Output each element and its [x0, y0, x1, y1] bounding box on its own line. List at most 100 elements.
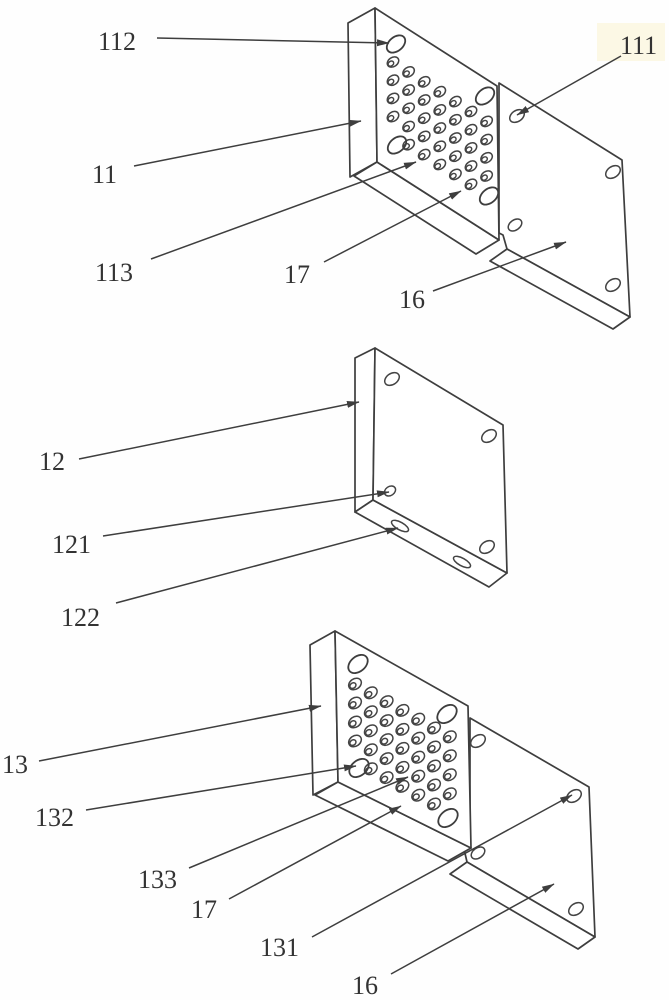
hole: [387, 114, 395, 122]
hole: [349, 682, 357, 690]
hole: [442, 787, 457, 801]
hole: [383, 371, 401, 387]
hole: [465, 182, 473, 190]
perforated-plate-side: [309, 630, 339, 796]
hole: [412, 793, 420, 801]
label-13: 13: [2, 750, 28, 779]
hole: [363, 686, 378, 700]
cover-plate-side: [354, 347, 376, 513]
backing-plate-bottom: [449, 717, 596, 950]
hole: [364, 747, 373, 755]
label-112: 112: [98, 27, 136, 56]
hole: [396, 746, 405, 754]
hole: [379, 752, 394, 766]
leader-16-top: [432, 241, 567, 292]
hole: [465, 128, 473, 135]
hole: [387, 60, 395, 67]
hole: [567, 901, 585, 917]
label-113: 113: [95, 258, 133, 287]
hole: [426, 740, 442, 754]
hole: [465, 164, 473, 171]
hole: [478, 539, 496, 555]
hole: [347, 696, 363, 710]
hole: [426, 797, 442, 811]
hole: [411, 731, 426, 745]
hole: [437, 807, 459, 829]
hole: [449, 99, 457, 107]
hole: [428, 783, 436, 791]
hole: [349, 739, 357, 747]
perforated-plate-top: [347, 7, 500, 255]
hole: [349, 701, 357, 709]
hole: [387, 78, 395, 86]
hole: [402, 70, 411, 77]
label-17-top: 17: [284, 260, 310, 289]
leader-13: [38, 704, 322, 762]
hole: [385, 34, 407, 54]
hole: [402, 106, 411, 114]
hole: [395, 722, 410, 736]
view-bottom-assembly: [309, 630, 596, 950]
leader-11: [133, 119, 362, 167]
hole: [449, 154, 457, 162]
hole: [470, 846, 486, 860]
perforated-plate-bottom: [309, 630, 472, 862]
hole: [418, 98, 426, 105]
hole: [480, 137, 489, 145]
view-middle-plate: [354, 347, 508, 588]
hole: [480, 428, 498, 444]
backing-plate-bottom-strip: [489, 248, 631, 330]
hole: [480, 174, 489, 181]
hole: [436, 703, 458, 725]
hole: [347, 715, 363, 729]
hole: [412, 774, 420, 782]
hole: [426, 778, 442, 792]
hole: [604, 277, 622, 293]
hole: [474, 86, 496, 106]
hole: [434, 162, 442, 170]
hole: [386, 135, 408, 155]
hole: [443, 734, 452, 742]
leader-132: [85, 764, 357, 811]
hole: [428, 726, 436, 734]
reference-labels: 112 111 11 113 17 16 12 121 122 13 132 1…: [2, 27, 657, 1000]
leader-17-bottom: [228, 805, 402, 900]
hole: [428, 764, 436, 772]
hole: [412, 736, 420, 744]
hole: [428, 745, 436, 753]
hole: [379, 733, 394, 747]
leader-111: [516, 55, 622, 116]
leader-122: [115, 527, 399, 604]
label-133: 133: [138, 865, 177, 894]
hole: [402, 124, 411, 132]
hole: [449, 136, 457, 143]
hole: [379, 771, 394, 785]
hole: [418, 152, 426, 160]
hole: [418, 116, 426, 124]
hole: [434, 108, 442, 115]
hole: [364, 728, 373, 736]
leader-133: [188, 776, 409, 869]
leader-16-bottom: [390, 883, 555, 975]
hole: [418, 80, 426, 87]
hole: [469, 733, 487, 749]
hole: [395, 741, 410, 755]
hole: [363, 743, 378, 757]
hole: [426, 759, 442, 773]
backing-plate-bottom-strip: [449, 861, 596, 950]
leader-17-top: [323, 190, 462, 263]
leader-12: [78, 400, 360, 460]
hole: [379, 695, 394, 709]
hole: [349, 720, 357, 728]
hole-grid: [385, 34, 500, 206]
hole: [395, 760, 410, 774]
hole: [411, 712, 426, 726]
hole-grid: [347, 653, 459, 829]
hole: [396, 765, 405, 773]
label-16-bottom: 16: [352, 971, 378, 1000]
hole: [418, 134, 426, 142]
label-16-top: 16: [399, 285, 425, 314]
hole: [380, 775, 389, 783]
